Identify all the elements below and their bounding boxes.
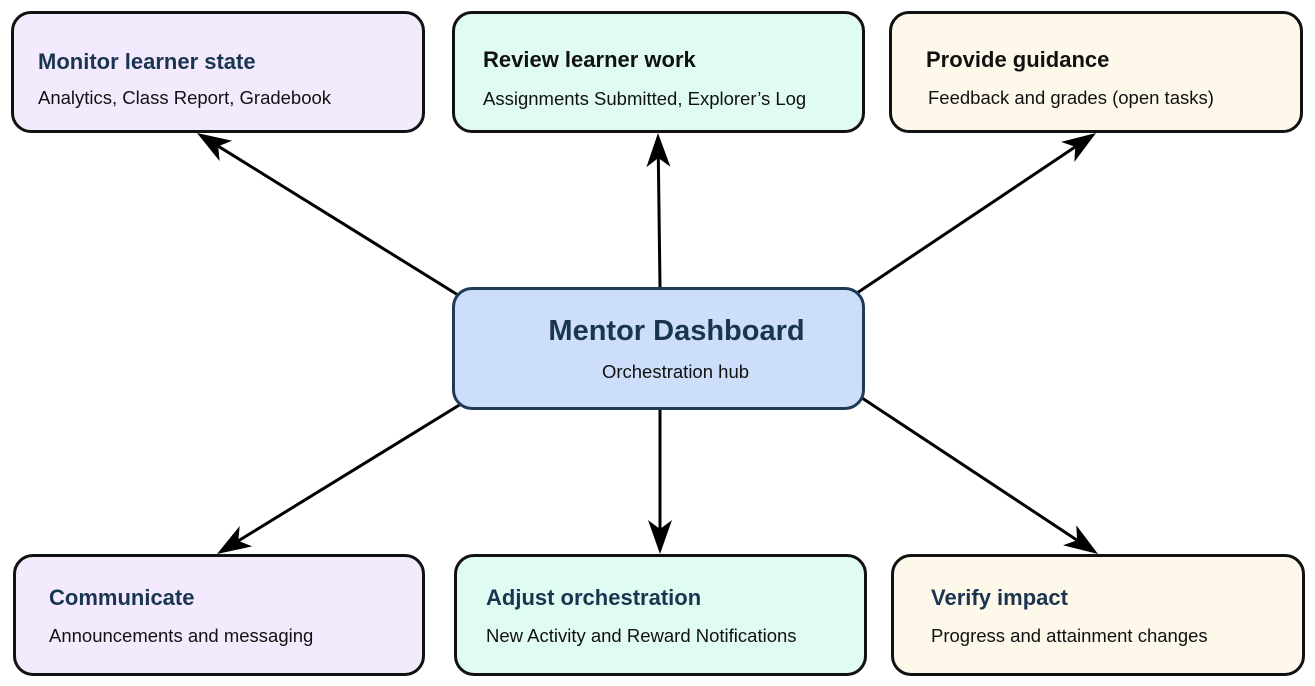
arrowhead-to-adjust bbox=[648, 520, 672, 554]
node-subtitle: Feedback and grades (open tasks) bbox=[928, 87, 1214, 108]
node-title: Verify impact bbox=[931, 585, 1068, 610]
node-subtitle: Analytics, Class Report, Gradebook bbox=[38, 87, 332, 108]
node-subtitle: Announcements and messaging bbox=[49, 625, 314, 646]
arrow-line-to-verify bbox=[861, 396, 1078, 542]
node-verify-impact: Verify impact Progress and attainment ch… bbox=[891, 554, 1305, 676]
node-subtitle: Assignments Submitted, Explorer’s Log bbox=[483, 88, 807, 109]
arrow-line-to-review bbox=[656, 157, 662, 288]
node-review-learner-work: Review learner work Assignments Submitte… bbox=[452, 11, 865, 133]
node-title: Provide guidance bbox=[926, 47, 1110, 72]
node-provide-guidance: Provide guidance Feedback and grades (op… bbox=[889, 11, 1303, 133]
node-subtitle: New Activity and Reward Notifications bbox=[486, 625, 797, 646]
node-title: Monitor learner state bbox=[38, 49, 256, 74]
arrow-line-to-communicate bbox=[237, 402, 462, 543]
arrow-line-to-guidance bbox=[856, 145, 1077, 295]
arrowhead-to-communicate bbox=[217, 526, 253, 554]
node-monitor-learner-state: Monitor learner state Analytics, Class R… bbox=[11, 11, 425, 133]
node-subtitle: Progress and attainment changes bbox=[931, 625, 1208, 646]
arrow-line-to-monitor bbox=[217, 144, 459, 297]
node-adjust-orchestration: Adjust orchestration New Activity and Re… bbox=[454, 554, 867, 676]
node-communicate: Communicate Announcements and messaging bbox=[13, 554, 425, 676]
arrowhead-to-monitor bbox=[197, 133, 233, 162]
arrowhead-to-guidance bbox=[1061, 133, 1096, 162]
node-mentor-dashboard-hub: Mentor Dashboard Orchestration hub bbox=[452, 287, 865, 410]
arrowhead-to-verify bbox=[1063, 525, 1098, 554]
hub-subtitle: Orchestration hub bbox=[601, 361, 750, 382]
node-title: Review learner work bbox=[483, 47, 696, 72]
node-title: Communicate bbox=[49, 585, 195, 610]
arrowhead-to-review bbox=[646, 133, 671, 168]
hub-title: Mentor Dashboard bbox=[548, 315, 805, 347]
node-title: Adjust orchestration bbox=[486, 585, 702, 610]
